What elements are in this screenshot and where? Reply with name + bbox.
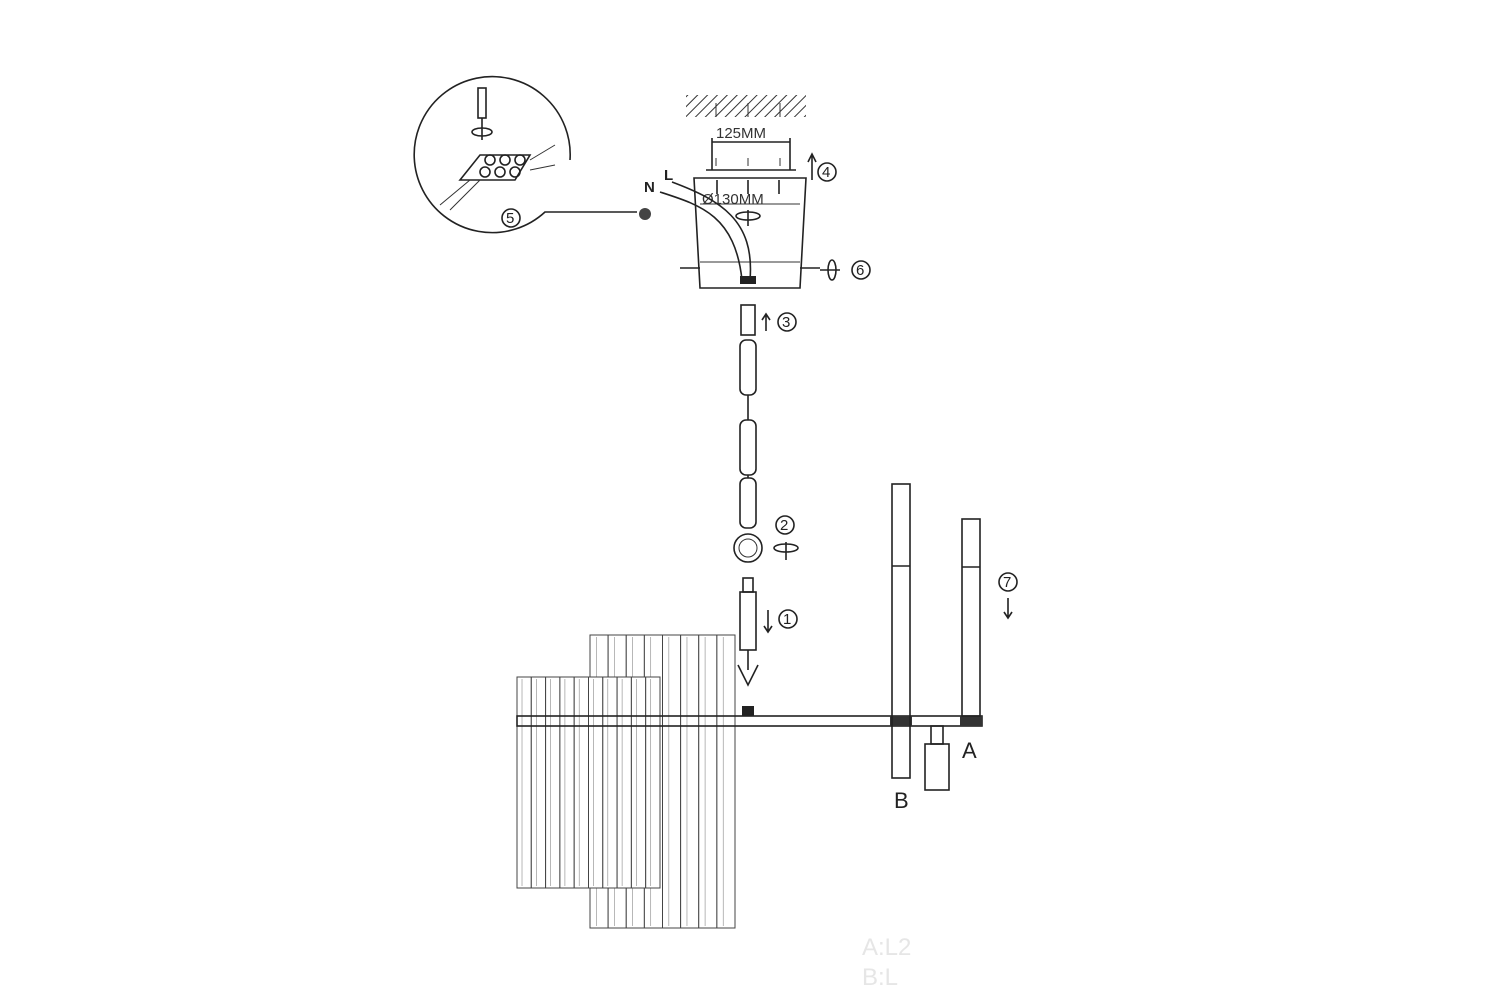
svg-text:5: 5: [506, 210, 514, 227]
wires: [659, 181, 752, 281]
glass-tube-b: [891, 483, 911, 779]
glass-rod: [645, 676, 661, 889]
svg-text:7: 7: [1003, 574, 1011, 591]
glass-rod: [680, 634, 700, 929]
step-2-marker: 2: [773, 515, 799, 560]
glass-rod: [573, 676, 590, 889]
step-7-marker: 7: [998, 572, 1018, 620]
glass-rod: [602, 676, 618, 889]
part-label-a: A: [962, 738, 977, 763]
glass-tube-a: [961, 518, 981, 717]
glass-rods-front: [516, 676, 661, 889]
terminal-block-detail: [413, 75, 637, 234]
glass-rod: [662, 634, 682, 929]
part-label-b: B: [894, 788, 909, 813]
glass-rod: [559, 676, 575, 889]
step-5-marker: 5: [501, 208, 521, 228]
glass-rod: [545, 676, 561, 889]
bulb-socket: [924, 725, 950, 791]
faint-note-a: A:L2: [862, 934, 911, 961]
chain: [733, 304, 771, 563]
svg-text:3: 3: [782, 314, 790, 331]
step-1-marker: 1: [778, 609, 798, 629]
bar-joint-b: [890, 716, 912, 726]
step-3-marker: 3: [777, 312, 797, 332]
bracket-width-label: 125MM: [716, 125, 766, 142]
glass-rod: [588, 676, 604, 889]
glass-rod: [516, 676, 532, 889]
glass-rod: [530, 676, 547, 889]
glass-rod: [698, 634, 718, 929]
live-wire-label: L: [664, 167, 673, 184]
down-rod: [737, 577, 773, 716]
step-6-marker: 6: [851, 260, 871, 280]
ground-screw-icon: [639, 208, 651, 220]
svg-text:6: 6: [856, 262, 864, 279]
glass-rod: [716, 634, 736, 929]
ceiling: [686, 95, 806, 117]
canopy: [680, 138, 840, 289]
bar-joint-a: [960, 716, 982, 726]
svg-text:4: 4: [822, 164, 830, 181]
faint-note-b: B:L: [862, 964, 898, 991]
neutral-wire-label: N: [644, 179, 655, 196]
svg-text:2: 2: [780, 517, 788, 534]
glass-rod: [616, 676, 632, 889]
svg-text:1: 1: [783, 611, 791, 628]
glass-rod: [630, 676, 647, 889]
step-4-marker: 4: [817, 162, 837, 182]
